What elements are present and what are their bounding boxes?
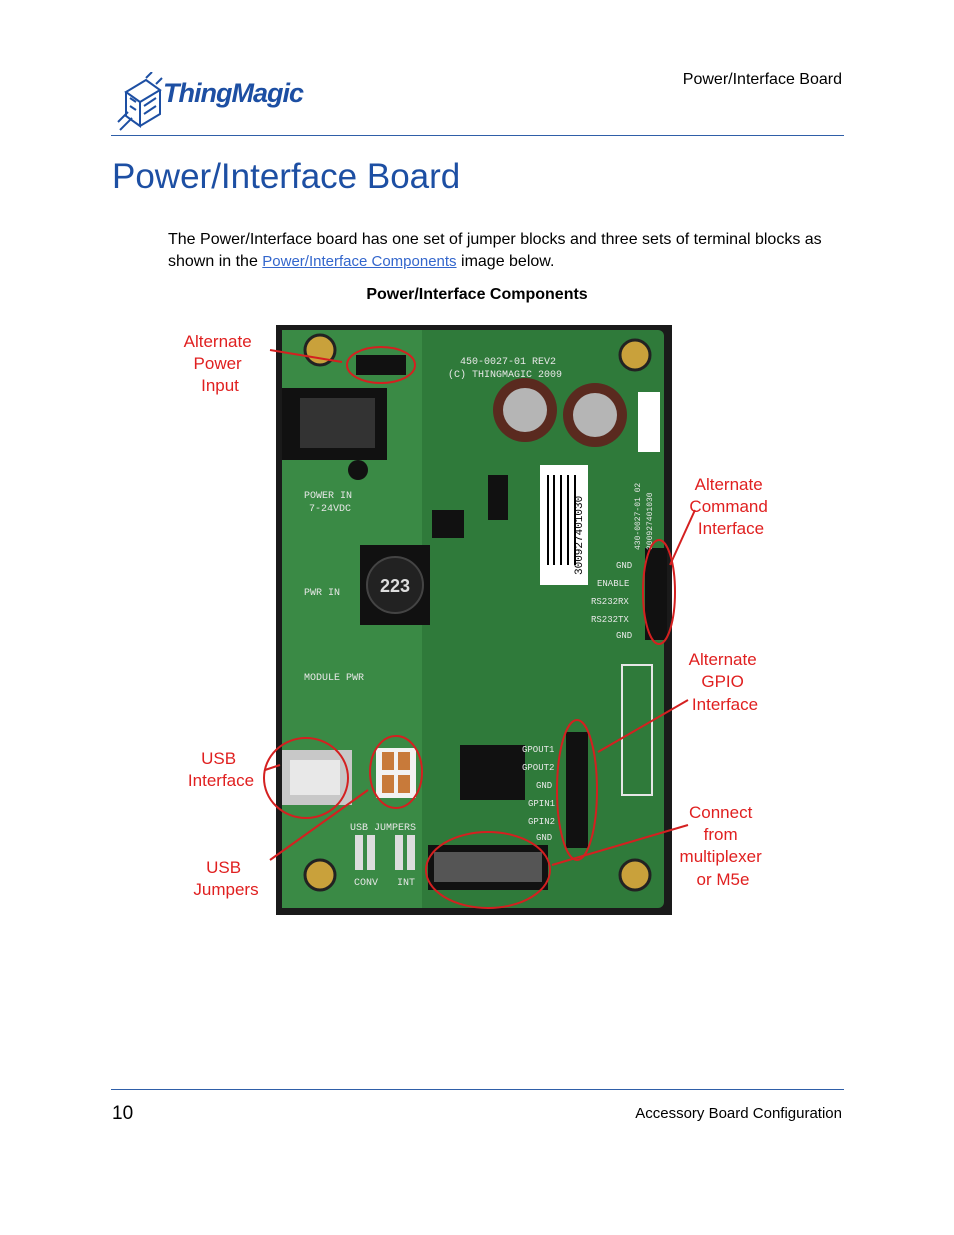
silk-voltage: 7-24VDC [309,504,351,515]
header-section-title: Power/Interface Board [682,71,842,88]
thingmagic-logo [117,72,163,131]
silk-gpio-pin: GPIN1 [528,799,555,809]
silk-j3-pin: RS232TX [591,615,629,625]
silk-j3-pin: RS232RX [591,597,629,607]
silk-gpio-pin: GND [536,833,552,843]
silk-gpio-pin: GND [536,781,552,791]
silk-gpio-pin: GPOUT2 [522,763,554,773]
silk-part-no: 450-0027-01 REV2 [460,357,556,368]
intro-paragraph: The Power/Interface board has one set of… [168,229,848,273]
silk-gpio-pin: GPIN2 [528,817,555,827]
inductor-text: 223 [380,576,410,596]
silk-j3-pin: GND [616,631,632,641]
callout-alt-power: Alternate Power Input [184,332,257,395]
callout-alt-command: Alternate Command Interface [689,475,772,538]
header-rule [111,135,844,136]
callout-usb-jumpers: USB Jumpers [193,858,258,899]
figure-link[interactable]: Power/Interface Components [262,253,457,270]
silk-pwr-in: PWR IN [304,588,340,599]
silk-usb-jumpers: USB JUMPERS [350,823,416,834]
callout-connect: Connect from multiplexer or M5e [680,803,767,889]
page-number: 10 [112,1103,134,1124]
footer-chapter: Accessory Board Configuration [635,1105,842,1122]
paragraph-text-end: image below. [456,253,555,270]
barcode-text: 300927401030 [574,496,586,575]
silk-j3-pin: GND [616,561,632,571]
silk-conv: CONV [354,878,378,889]
silk-j3-pin: ENABLE [597,579,629,589]
callout-usb-interface: USB Interface [188,749,254,790]
figure-caption: Power/Interface Components [366,286,588,303]
silk-module-pwr: MODULE PWR [304,673,364,684]
silk-gpio-pin: GPOUT1 [522,745,554,755]
silk-int: INT [397,878,415,889]
page-title: Power/Interface Board [112,157,461,196]
board-photo: 300927401030 223 450-0027-01 REV2 (C) TH… [184,325,772,915]
callout-alt-gpio: Alternate GPIO Interface [689,650,762,714]
paragraph-text-start: The Power/Interface board has one set of… [168,231,822,270]
footer-rule [111,1089,844,1090]
silk-copyright: (C) THINGMAGIC 2009 [448,369,562,381]
silk-power-in: POWER IN [304,491,352,502]
sticker-line1: 430-0027-01 02 [634,483,643,550]
logo-wordmark: ThingMagic [163,78,304,108]
sticker-line2: 300927401030 [646,492,655,550]
